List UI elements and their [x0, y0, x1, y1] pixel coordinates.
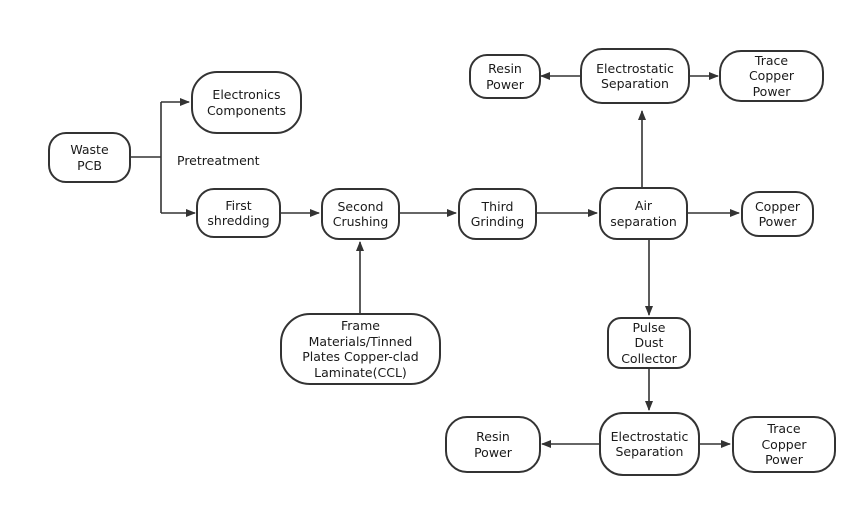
node-trace-copper-top: Trace Copper Power [719, 50, 824, 102]
node-waste-pcb: Waste PCB [48, 132, 131, 183]
node-second-crushing: Second Crushing [321, 188, 400, 240]
node-frame-materials: Frame Materials/Tinned Plates Copper-cla… [280, 313, 441, 385]
node-first-shredding: First shredding [196, 188, 281, 238]
node-electrostatic-bottom: Electrostatic Separation [599, 412, 700, 476]
node-copper-power: Copper Power [741, 191, 814, 237]
node-resin-power-top: Resin Power [469, 54, 541, 99]
label-pretreatment: Pretreatment [177, 153, 260, 168]
node-air-separation: Air separation [599, 187, 688, 240]
node-third-grinding: Third Grinding [458, 188, 537, 240]
node-trace-copper-bottom: Trace Copper Power [732, 416, 836, 473]
node-resin-power-bottom: Resin Power [445, 416, 541, 473]
node-electronics-components: Electronics Components [191, 71, 302, 134]
node-electrostatic-top: Electrostatic Separation [580, 48, 690, 104]
node-pulse-dust-collector: Pulse Dust Collector [607, 317, 691, 369]
